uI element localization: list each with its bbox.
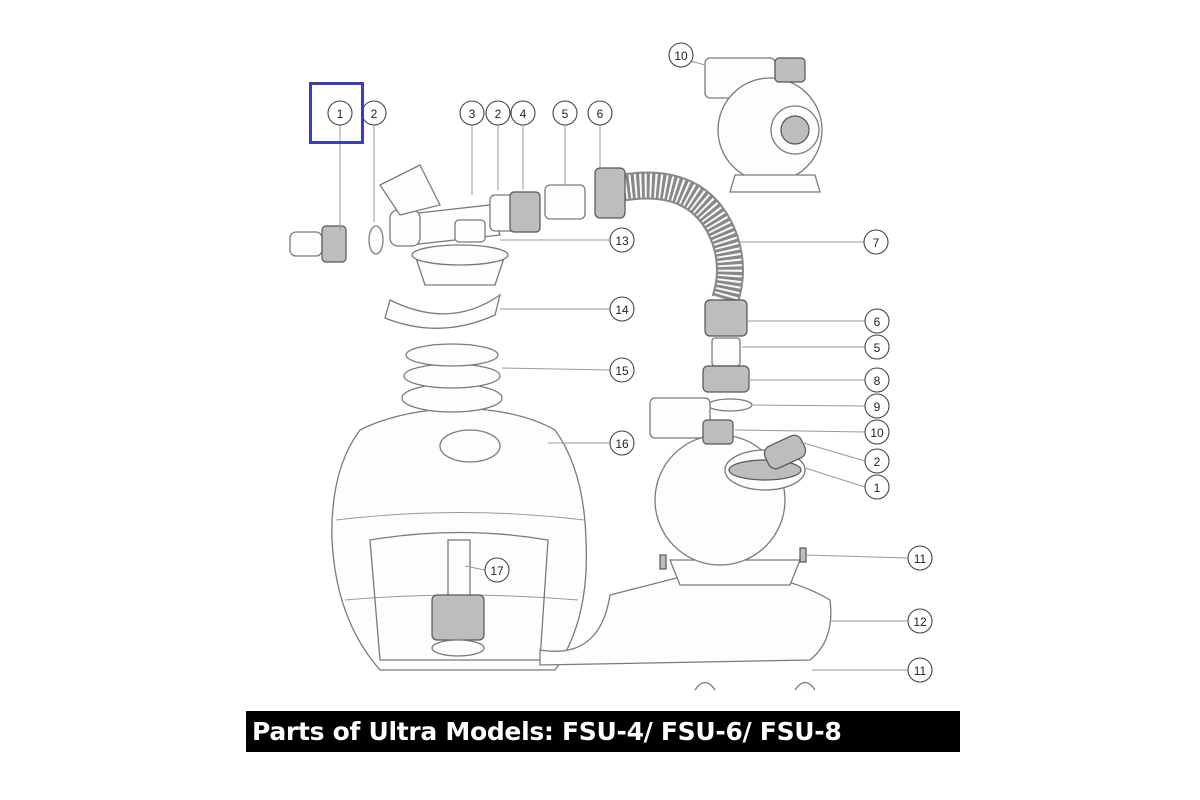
callout-13: 13 xyxy=(609,227,635,253)
leader-line xyxy=(805,554,909,559)
callout-14: 14 xyxy=(609,296,635,322)
callout-circle xyxy=(459,100,485,126)
callout-number: 6 xyxy=(597,107,604,121)
callout-circle xyxy=(864,393,890,419)
callout-3: 3 xyxy=(459,100,485,126)
leader-line xyxy=(464,565,486,571)
callout-circle xyxy=(864,334,890,360)
callout-number: 9 xyxy=(874,400,881,414)
multiport-valve xyxy=(289,164,586,329)
leader-line xyxy=(799,441,866,462)
callout-number: 1 xyxy=(874,481,881,495)
callout-5: 5 xyxy=(552,100,578,126)
callout-number: 4 xyxy=(520,107,527,121)
callout-10: 10 xyxy=(864,419,890,445)
callout-number: 11 xyxy=(914,552,927,566)
callout-circle xyxy=(484,557,510,583)
callout-circle xyxy=(609,357,635,383)
callout-6: 6 xyxy=(587,100,613,126)
callout-number: 3 xyxy=(469,107,476,121)
callout-circle xyxy=(587,100,613,126)
callout-6: 6 xyxy=(864,308,890,334)
callout-number: 13 xyxy=(615,234,629,248)
diagram-caption: Parts of Ultra Models: FSU-4/ FSU-6/ FSU… xyxy=(246,711,960,752)
callout-circle xyxy=(609,227,635,253)
callout-circle xyxy=(668,42,694,68)
leader-line xyxy=(734,429,866,433)
callout-number: 12 xyxy=(913,615,927,629)
callout-number: 2 xyxy=(371,107,378,121)
callout-number: 10 xyxy=(674,49,688,63)
callout-8: 8 xyxy=(864,367,890,393)
leader-lines xyxy=(339,54,909,671)
callout-circle xyxy=(864,367,890,393)
callout-15: 15 xyxy=(609,357,635,383)
callout-circle xyxy=(863,229,889,255)
callout-circle xyxy=(552,100,578,126)
callout-circle xyxy=(864,448,890,474)
callout-circle xyxy=(864,474,890,500)
highlight-box xyxy=(309,82,364,144)
callout-2: 2 xyxy=(864,448,890,474)
callout-circle xyxy=(609,296,635,322)
callout-number: 11 xyxy=(914,664,927,678)
callout-number: 1 xyxy=(337,107,344,121)
callout-circle xyxy=(864,419,890,445)
hose xyxy=(594,167,753,412)
callout-number: 5 xyxy=(562,107,569,121)
callout-circle xyxy=(907,608,933,634)
callout-11: 11 xyxy=(907,657,933,683)
callout-number: 2 xyxy=(874,455,881,469)
callout-circle xyxy=(907,657,933,683)
callout-12: 12 xyxy=(907,608,933,634)
callout-1: 1 xyxy=(327,100,353,126)
callout-16: 16 xyxy=(609,430,635,456)
callout-number: 5 xyxy=(874,341,881,355)
leader-line xyxy=(501,367,611,371)
callout-4: 4 xyxy=(510,100,536,126)
callout-circle xyxy=(485,100,511,126)
pump-bottom xyxy=(539,397,832,691)
callout-number: 16 xyxy=(615,437,629,451)
callout-number: 2 xyxy=(495,107,502,121)
callout-number: 17 xyxy=(490,564,504,578)
callout-circle xyxy=(609,430,635,456)
standpipe-lateral xyxy=(431,539,485,657)
callout-number: 10 xyxy=(870,426,884,440)
callout-number: 15 xyxy=(615,364,629,378)
callout-circle xyxy=(510,100,536,126)
callout-2: 2 xyxy=(361,100,387,126)
callout-5: 5 xyxy=(864,334,890,360)
leader-line xyxy=(804,467,866,488)
callout-circle xyxy=(327,100,353,126)
callout-number: 6 xyxy=(874,315,881,329)
callout-number: 14 xyxy=(615,303,629,317)
callout-2: 2 xyxy=(485,100,511,126)
callout-circle xyxy=(864,308,890,334)
filter-tank xyxy=(331,343,588,671)
leader-line xyxy=(751,404,866,407)
callout-1: 1 xyxy=(864,474,890,500)
callout-number: 7 xyxy=(873,236,880,250)
callout-17: 17 xyxy=(484,557,510,583)
callout-9: 9 xyxy=(864,393,890,419)
callout-10: 10 xyxy=(668,42,694,68)
callout-circle xyxy=(907,545,933,571)
callout-7: 7 xyxy=(863,229,889,255)
callout-number: 8 xyxy=(874,374,881,388)
callout-11: 11 xyxy=(907,545,933,571)
pump-top xyxy=(704,57,823,193)
